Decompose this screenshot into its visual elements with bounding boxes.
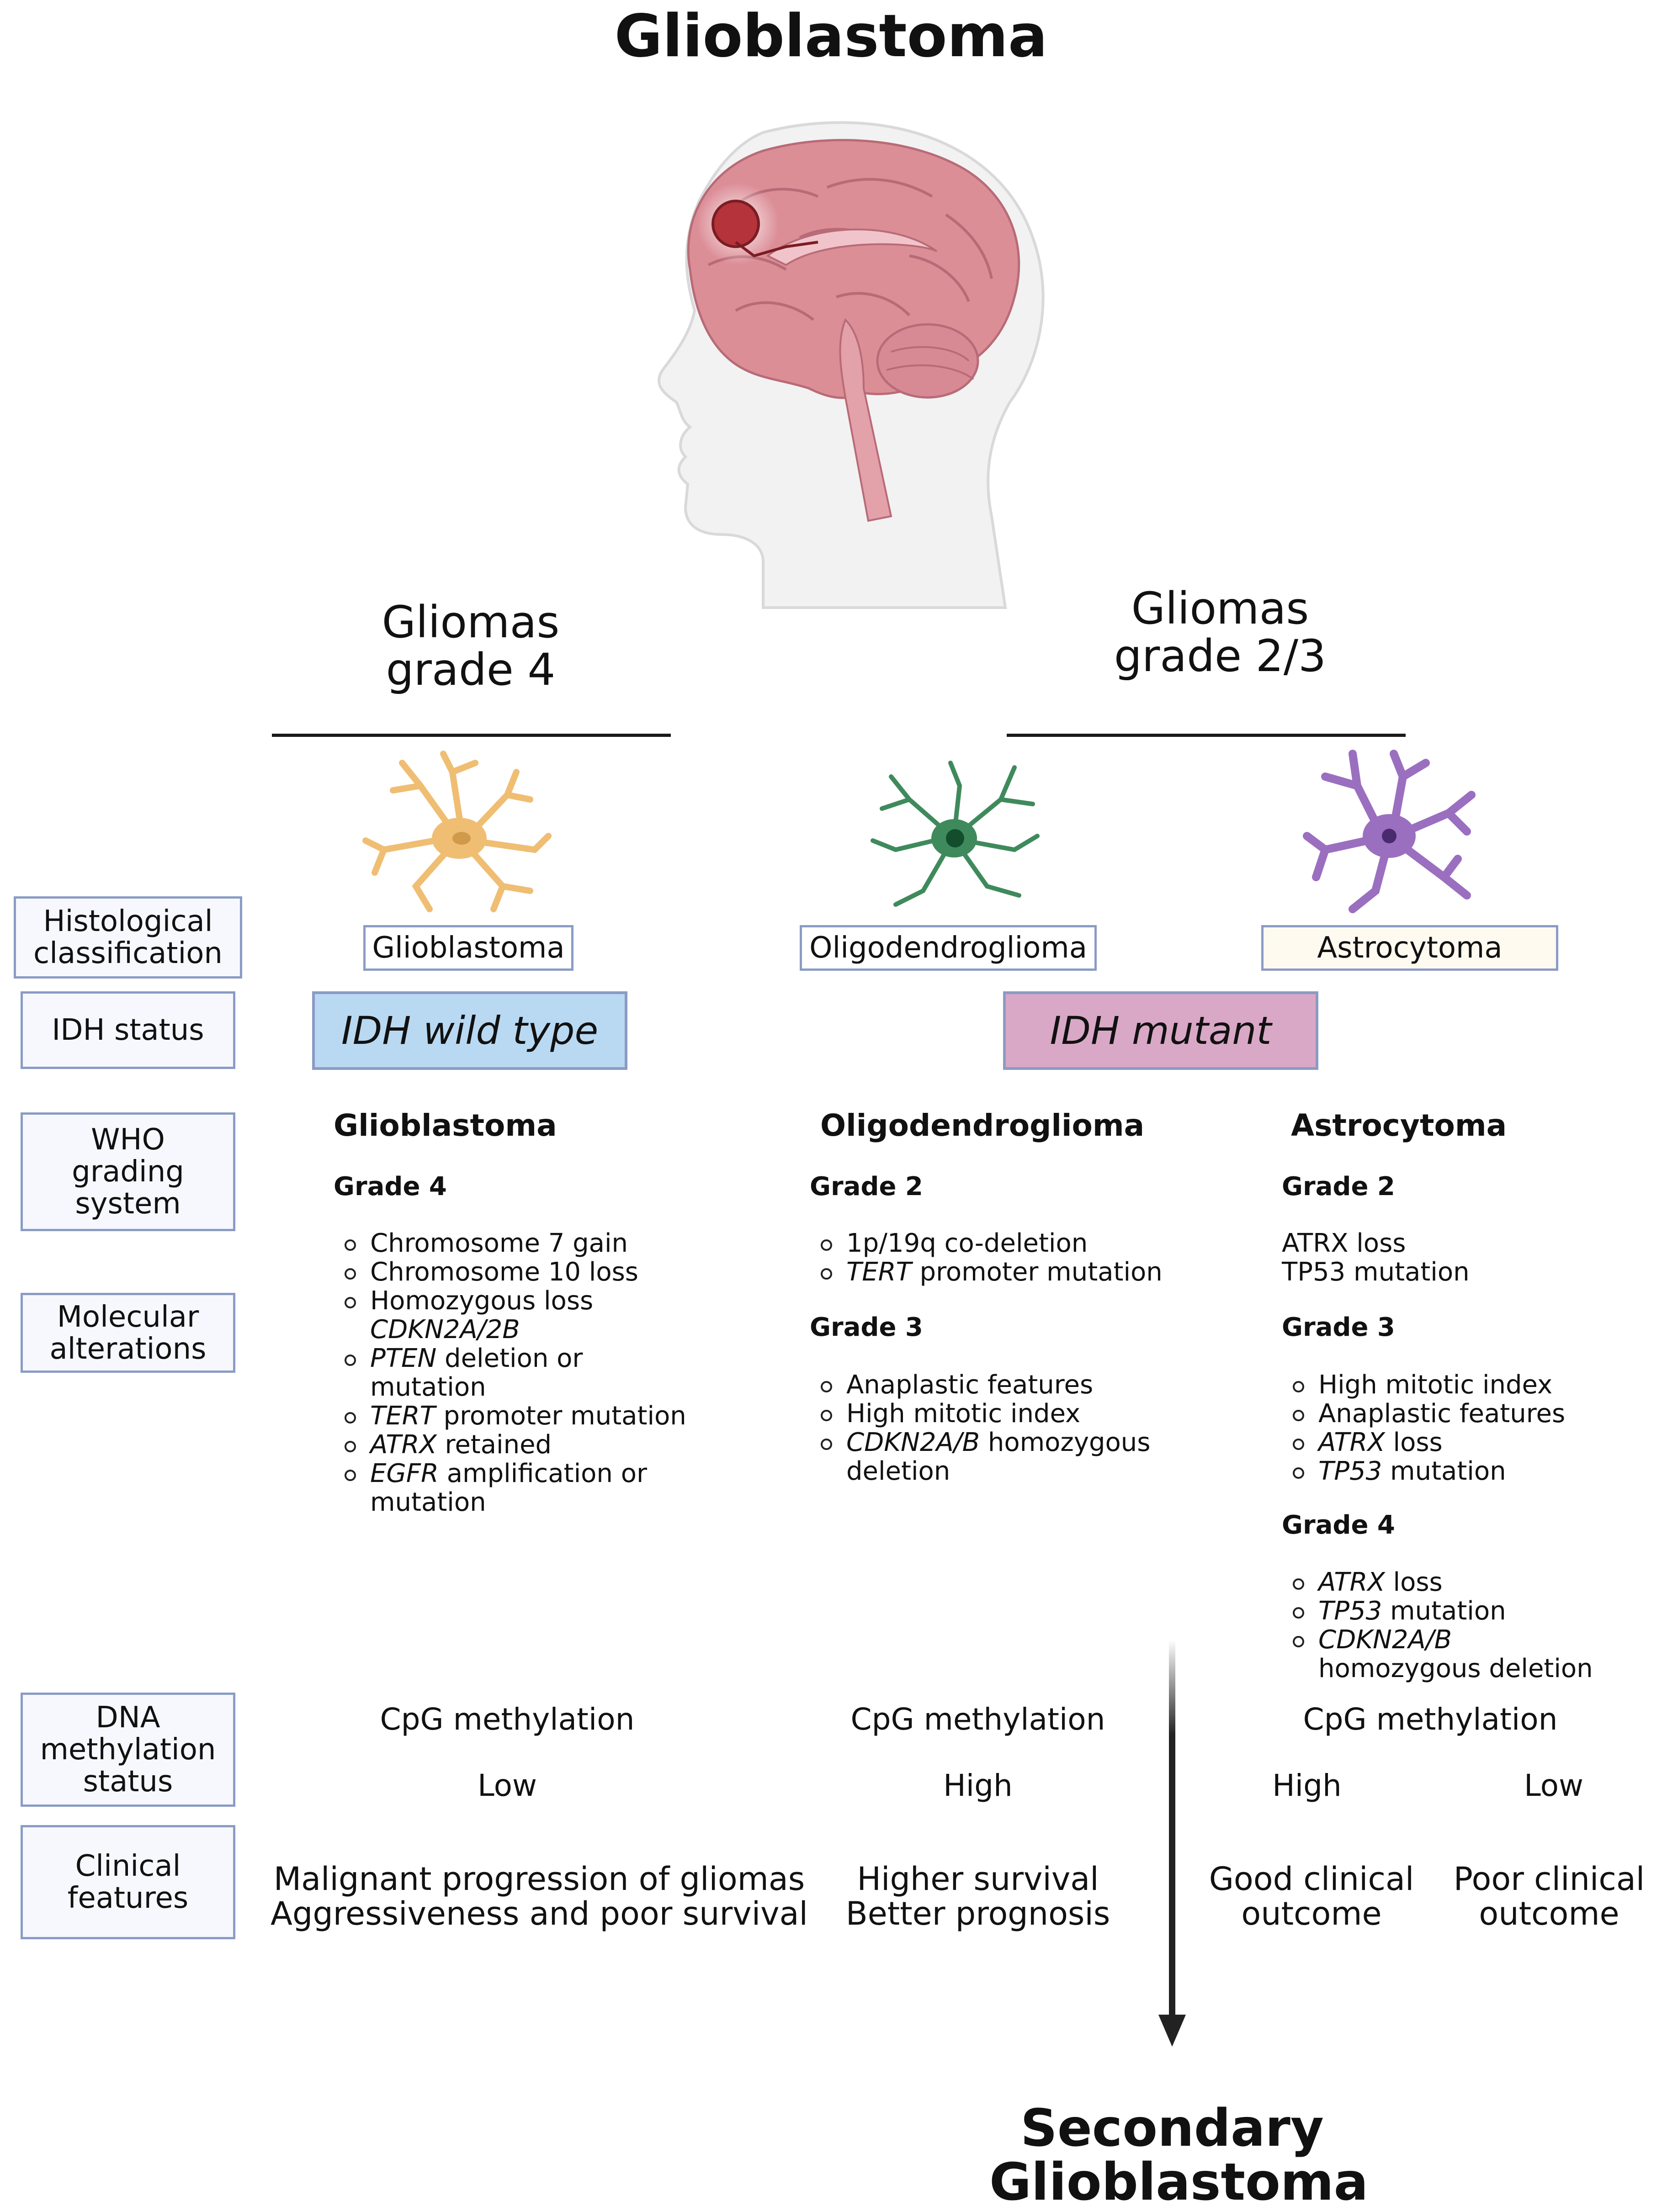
list-item: mutation (370, 1487, 486, 1517)
list-item: ATRX retained (334, 1430, 745, 1459)
methylation-astro-high: High (1272, 1768, 1342, 1803)
group-divider-grade23 (1007, 734, 1406, 737)
glioblastoma-alterations: Chromosome 7 gain Chromosome 10 loss Hom… (334, 1229, 745, 1517)
list-item: Anaplastic features (810, 1371, 1221, 1399)
methylation-glioblastoma: Low (478, 1768, 537, 1803)
who-astro-grade4: Grade 4 (1282, 1510, 1395, 1540)
methylation-astro-low: Low (1524, 1768, 1583, 1803)
list-item: TP53 mutation (1282, 1457, 1647, 1486)
list-item: CDKN2A/B homozygous (810, 1428, 1221, 1457)
list-item: TERT promoter mutation (810, 1258, 1221, 1286)
list-item: Homozygous loss (334, 1286, 745, 1315)
list-item: Anaplastic features (1282, 1399, 1647, 1428)
group-divider-grade4 (272, 734, 671, 737)
who-oligo-grade3: Grade 3 (810, 1312, 923, 1342)
idh-wild-type-box: IDH wild type (312, 991, 627, 1070)
list-item: High mitotic index (810, 1399, 1221, 1428)
astrocyte-cell-icon (362, 751, 552, 912)
histology-glioblastoma: Glioblastoma (363, 925, 573, 971)
list-item: Chromosome 10 loss (334, 1258, 745, 1286)
tumor-icon (712, 200, 760, 248)
astro-grade3-alterations: High mitotic index Anaplastic features A… (1282, 1371, 1647, 1486)
list-item: PTEN deletion or (334, 1344, 745, 1373)
list-item: Chromosome 7 gain (334, 1229, 745, 1258)
who-glioblastoma-grade: Grade 4 (334, 1172, 447, 1201)
who-astrocytoma-name: Astrocytoma (1291, 1108, 1507, 1143)
who-glioblastoma-name: Glioblastoma (334, 1108, 557, 1143)
list-item: mutation (370, 1372, 486, 1402)
list-item: EGFR amplification or (334, 1459, 745, 1488)
idh-mutant-box: IDH mutant (1003, 991, 1318, 1070)
methylation-label-oligo: CpG methylation (850, 1702, 1105, 1737)
astrocytoma-cell-icon (1303, 750, 1476, 913)
histology-oligodendroglioma: Oligodendroglioma (800, 925, 1097, 971)
who-astro-grade3: Grade 3 (1282, 1312, 1395, 1342)
who-oligodendroglioma-name: Oligodendroglioma (820, 1108, 1145, 1143)
progression-arrow (1158, 1640, 1186, 2047)
list-item: homozygous deletion (1318, 1654, 1593, 1683)
list-item: CDKN2A/2B (370, 1315, 520, 1344)
oligodendrocyte-cell-icon (871, 761, 1040, 907)
list-item: ATRX loss (1282, 1568, 1647, 1597)
list-item: High mitotic index (1282, 1371, 1647, 1399)
brain-tumor-illustration (657, 121, 1045, 609)
methylation-label-glioblastoma: CpG methylation (380, 1702, 635, 1737)
list-item: deletion (846, 1456, 950, 1486)
who-astro-grade2: Grade 2 (1282, 1172, 1395, 1201)
list-item: TP53 mutation (1282, 1597, 1647, 1625)
list-item: ATRX loss (1282, 1428, 1647, 1457)
methylation-oligodendroglioma: High (943, 1768, 1013, 1803)
oligo-grade3-alterations: Anaplastic features High mitotic index C… (810, 1371, 1221, 1486)
oligo-grade2-alterations: 1p/19q co-deletion TERT promoter mutatio… (810, 1229, 1221, 1286)
list-item: TERT promoter mutation (334, 1402, 745, 1430)
who-oligo-grade2: Grade 2 (810, 1172, 923, 1201)
astro-grade2-alterations: ATRX loss TP53 mutation (1282, 1228, 1470, 1287)
row-label-idh: IDH status (21, 991, 235, 1069)
methylation-label-astro: CpG methylation (1303, 1702, 1558, 1737)
list-item: CDKN2A/B (1282, 1625, 1647, 1654)
list-item: 1p/19q co-deletion (810, 1229, 1221, 1258)
page-title: Glioblastoma (614, 2, 1048, 70)
astro-grade4-alterations: ATRX loss TP53 mutation CDKN2A/B homozyg… (1282, 1568, 1647, 1683)
histology-astrocytoma: Astrocytoma (1261, 925, 1558, 971)
